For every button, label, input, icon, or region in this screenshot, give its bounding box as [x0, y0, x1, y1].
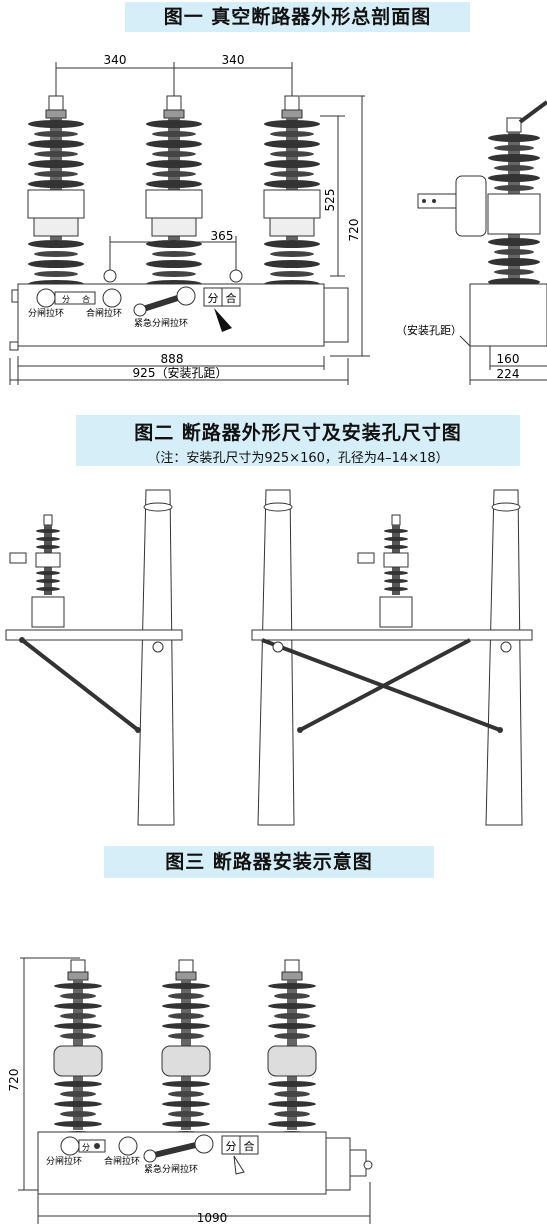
label-close-ring: 合闸拉环 [86, 307, 122, 319]
label-fen-small: 分 [62, 295, 70, 304]
fig4-dim-1090: 1090 [197, 1211, 228, 1224]
dim-224: 224 [497, 367, 520, 381]
fig4-label-fen: 分 [226, 1140, 237, 1153]
fig4-insulator-middle [161, 959, 211, 1138]
dim-925: 925（安装孔距） [133, 365, 228, 380]
fig4-label-open-ring: 分闸拉环 [46, 1155, 82, 1167]
side-mount-hole: （安装孔距） [396, 323, 462, 337]
figure2-note: （注：安装孔尺寸为925×160，孔径为4–14×18） [147, 451, 449, 466]
fig4-insulator-left [53, 959, 103, 1138]
figure3-title-banner: 图三 断路器安装示意图 [104, 846, 434, 878]
label-he-small: 合 [82, 294, 90, 304]
dim-340-left: 340 [104, 53, 127, 67]
figure2-title-banner: 图二 断路器外形尺寸及安装孔尺寸图 （注：安装孔尺寸为925×160，孔径为4–… [76, 415, 520, 466]
figure1-title: 图一 真空断路器外形总剖面图 [163, 6, 432, 28]
fig4-label-fen-small: 分 [82, 1143, 90, 1152]
dim-340-right: 340 [222, 53, 245, 67]
dim-888: 888 [161, 352, 184, 366]
label-open-ring: 分闸拉环 [28, 307, 64, 319]
dim-720: 720 [347, 219, 361, 242]
dim-525: 525 [323, 189, 337, 212]
label-he: 合 [226, 291, 237, 305]
dim-160: 160 [497, 352, 520, 366]
figure1-drawing: 340 340 525 720 365 分 合 分 合 分闸拉环 合闸拉环 紧急… [9, 53, 547, 385]
dim-365: 365 [211, 229, 234, 243]
label-emergency-ring: 紧急分闸拉环 [134, 317, 188, 329]
figure4-drawing: 720 分 分 合 分闸拉环 合闸拉环 紧急分闸拉环 1090 [7, 957, 373, 1224]
figure3-installation-drawing [5, 489, 533, 826]
figure3-title: 图三 断路器安装示意图 [165, 851, 373, 873]
figure2-title: 图二 断路器外形尺寸及安装孔尺寸图 [134, 422, 462, 444]
fig4-dim-720: 720 [7, 1069, 21, 1092]
fig4-insulator-right [267, 959, 317, 1138]
fig4-label-emergency-ring: 紧急分闸拉环 [144, 1163, 198, 1175]
fig4-label-he: 合 [244, 1139, 255, 1153]
fig4-label-close-ring: 合闸拉环 [104, 1155, 140, 1167]
label-fen: 分 [208, 292, 219, 305]
figure1-title-banner: 图一 真空断路器外形总剖面图 [125, 2, 470, 32]
